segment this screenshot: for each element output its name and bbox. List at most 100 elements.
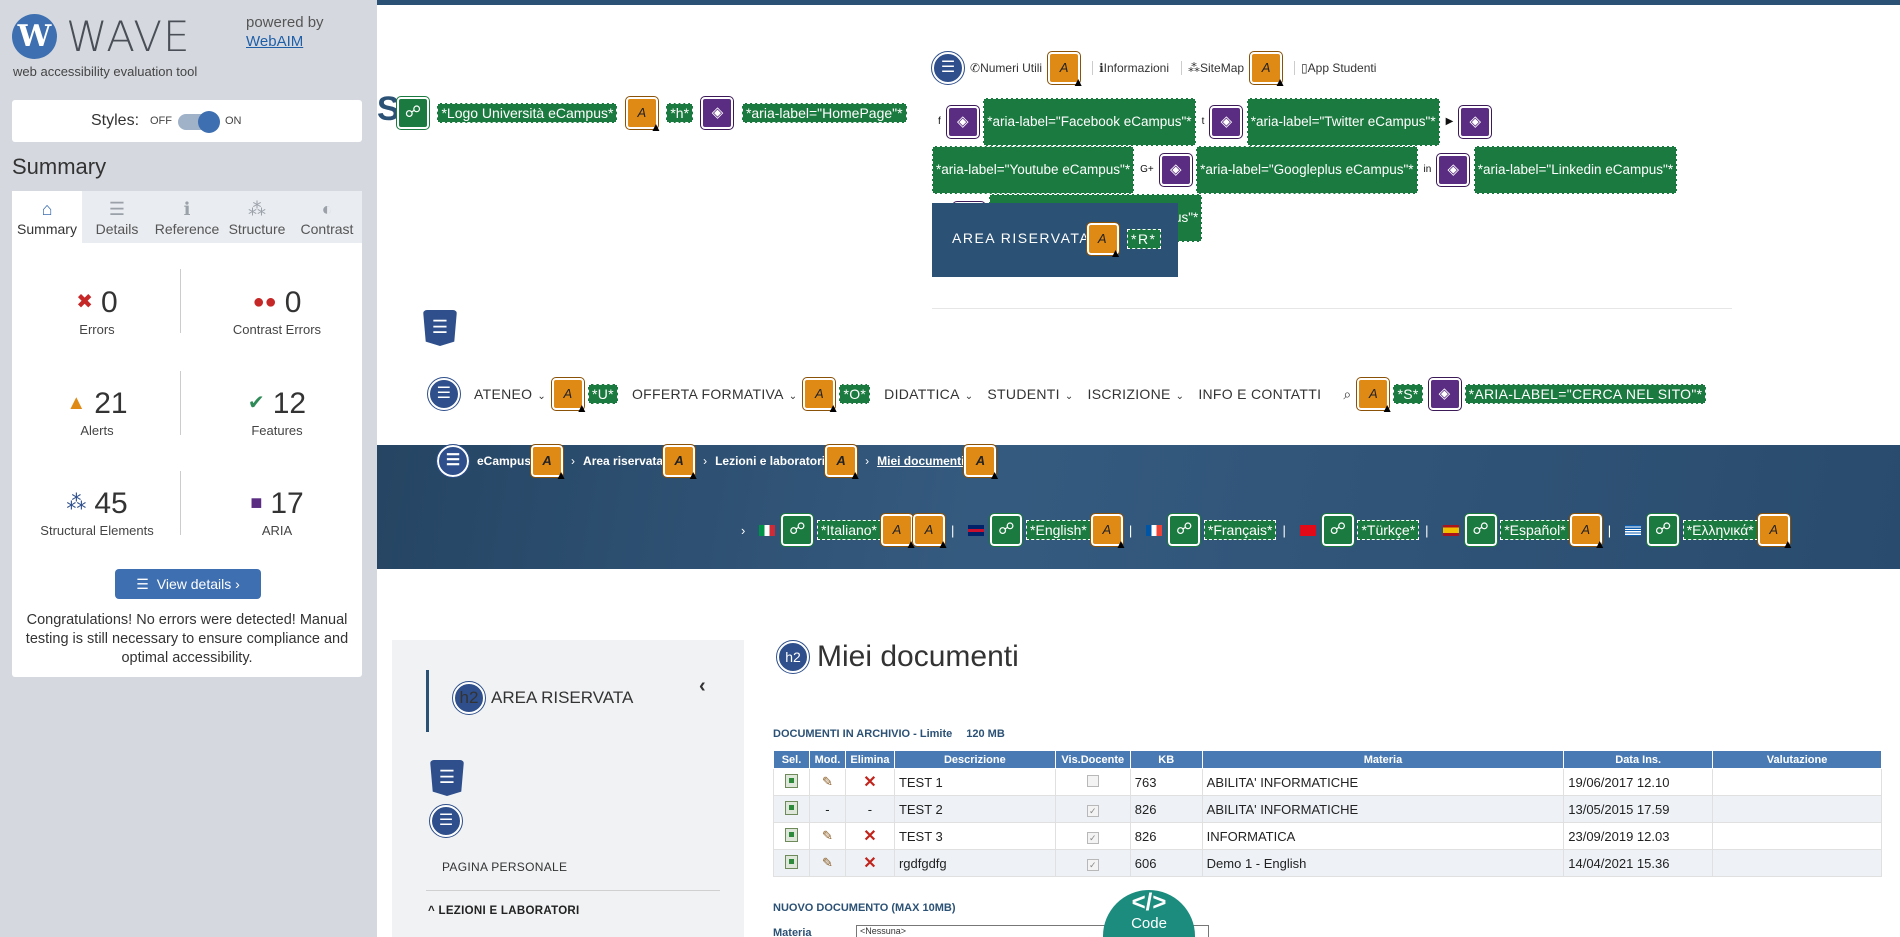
table-header[interactable]: Mod.	[808, 750, 846, 769]
delete-icon[interactable]: ✕	[863, 828, 877, 845]
facebook-icon[interactable]: f	[938, 116, 941, 127]
nav-item-ateneo[interactable]: ATENEO⌄	[474, 386, 546, 402]
html5-icon[interactable]: ☰	[423, 310, 457, 346]
table-header[interactable]: Materia	[1201, 750, 1565, 769]
alert-link-icon[interactable]: A▲	[963, 444, 1000, 481]
twitter-icon[interactable]: t	[1201, 116, 1205, 127]
area-riservata-button[interactable]: AREA RISERVATA A▲ *R*	[932, 203, 1178, 277]
list-icon[interactable]: ☰	[436, 444, 470, 478]
nav-item-offerta-formativa[interactable]: OFFERTA FORMATIVA⌄	[632, 386, 798, 402]
aria-label-icon[interactable]: ◈	[945, 105, 980, 139]
alt-text-icon[interactable]: ☍	[989, 513, 1024, 547]
nav-item-iscrizione[interactable]: ISCRIZIONE⌄	[1088, 386, 1185, 402]
aria-label-icon[interactable]: ◈	[1427, 377, 1462, 411]
list-icon[interactable]: ☰	[427, 377, 461, 411]
pencil-icon[interactable]: ✎	[822, 855, 833, 870]
youtube-icon[interactable]: ▶	[1445, 116, 1454, 127]
webaim-link[interactable]: WebAIM	[246, 33, 304, 50]
checkbox-checked[interactable]: ✓	[1086, 831, 1099, 844]
alt-text-icon[interactable]: ☍	[1167, 513, 1202, 547]
alt-text-icon[interactable]: ☍	[1646, 513, 1681, 547]
language-link[interactable]: *Italiano*	[816, 520, 882, 540]
h2-icon[interactable]: h2	[776, 640, 810, 674]
alert-link-icon[interactable]: A▲	[1568, 513, 1606, 550]
breadcrumb-item[interactable]: Area riservata	[583, 454, 664, 468]
list-icon[interactable]: ☰	[429, 804, 463, 838]
nav-item-info-e-contatti[interactable]: INFO E CONTATTI	[1198, 386, 1321, 402]
h2-icon[interactable]: h2	[452, 681, 486, 715]
delete-icon[interactable]: ✕	[863, 774, 877, 791]
tab-contrast[interactable]: ◐Contrast	[292, 191, 362, 243]
aria-label-icon[interactable]: ◈	[1158, 153, 1193, 187]
alt-text-icon[interactable]: ☍	[1320, 513, 1355, 547]
utility-link-app-studenti[interactable]: ▯App Studenti	[1301, 61, 1376, 75]
select-icon[interactable]	[784, 827, 798, 842]
table-header[interactable]: Vis.Docente	[1054, 750, 1131, 769]
linkedin-icon[interactable]: in	[1423, 164, 1432, 175]
alt-text-icon[interactable]: ☍	[396, 96, 430, 130]
table-header[interactable]: Elimina	[844, 750, 895, 769]
nav-item-studenti[interactable]: STUDENTI⌄	[987, 386, 1073, 402]
alert-link-icon[interactable]: A▲	[824, 444, 861, 481]
materia-select[interactable]: <Nessuna>	[856, 925, 1209, 937]
utility-link-sitemap[interactable]: ⁂SiteMap	[1188, 61, 1244, 75]
aria-label-icon[interactable]: ◈	[700, 96, 735, 130]
table-header[interactable]: Descrizione	[893, 750, 1056, 769]
table-header[interactable]: Valutazione	[1712, 750, 1882, 769]
googleplus-icon[interactable]: G+	[1140, 164, 1154, 175]
language-link[interactable]: *Français*	[1203, 520, 1277, 540]
select-icon[interactable]	[784, 800, 798, 815]
html5-icon[interactable]: ☰	[430, 760, 464, 796]
table-header[interactable]: Sel.	[773, 750, 810, 769]
table-header[interactable]: KB	[1129, 750, 1203, 769]
delete-icon[interactable]: ✕	[863, 855, 877, 872]
checkbox-checked[interactable]: ✓	[1086, 858, 1099, 871]
breadcrumb-item[interactable]: Miei documenti	[877, 454, 965, 468]
language-link[interactable]: *Türkçe*	[1357, 520, 1420, 540]
select-icon[interactable]	[784, 854, 798, 869]
checkbox-checked[interactable]: ✓	[1086, 804, 1099, 817]
alert-link-icon[interactable]: A▲	[624, 96, 662, 133]
aria-label-icon[interactable]: ◈	[1436, 153, 1471, 187]
styles-toggle[interactable]	[178, 111, 220, 133]
nav-item-didattica[interactable]: DIDATTICA⌄	[884, 386, 973, 402]
alert-link-icon[interactable]: A▲	[1086, 222, 1121, 259]
language-link[interactable]: *English*	[1026, 520, 1091, 540]
alert-link-icon[interactable]: A▲	[1089, 513, 1127, 550]
alert-link-icon[interactable]: A▲	[1756, 513, 1794, 550]
aria-label-icon[interactable]: ◈	[1458, 105, 1493, 139]
breadcrumb-item[interactable]: Lezioni e laboratori	[715, 454, 826, 468]
wave-logo[interactable]: W WAVE web accessibility evaluation tool	[12, 12, 368, 84]
tab-details[interactable]: ☰Details	[82, 191, 152, 243]
search-icon[interactable]: ⌕	[1343, 385, 1352, 402]
alt-text-icon[interactable]: ☍	[1463, 513, 1498, 547]
alt-text-icon[interactable]: ☍	[780, 513, 815, 547]
lezioni-laboratori-link[interactable]: ^ LEZIONI E LABORATORI	[428, 905, 580, 917]
redundant-link-icon[interactable]: A▲	[912, 513, 949, 550]
alert-link-icon[interactable]: A▲	[1047, 51, 1084, 88]
list-icon[interactable]: ☰	[931, 51, 965, 85]
aria-label-icon[interactable]: ◈	[1209, 105, 1244, 139]
breadcrumb-item[interactable]: eCampus	[477, 454, 532, 468]
site-logo[interactable]: S	[377, 90, 400, 128]
pencil-icon[interactable]: ✎	[822, 828, 833, 843]
table-header[interactable]: Data Ins.	[1563, 750, 1714, 769]
alert-link-icon[interactable]: A▲	[530, 444, 567, 481]
alert-link-icon[interactable]: A▲	[1249, 51, 1286, 88]
select-icon[interactable]	[784, 773, 798, 788]
tab-structure[interactable]: ⁂Structure	[222, 191, 292, 243]
chevron-left-icon[interactable]: ‹	[699, 675, 706, 697]
checkbox-unchecked[interactable]	[1086, 774, 1099, 787]
alert-link-icon[interactable]: A▲	[880, 513, 917, 550]
language-link[interactable]: *Español*	[1500, 520, 1570, 540]
utility-link-informazioni[interactable]: ℹInformazioni	[1099, 61, 1169, 75]
alert-link-icon[interactable]: A▲	[802, 377, 839, 414]
pencil-icon[interactable]: ✎	[822, 774, 833, 789]
language-link[interactable]: *Ελληνικά*	[1682, 520, 1758, 540]
utility-link-numeri-utili[interactable]: ✆Numeri Utili	[970, 61, 1042, 75]
alert-link-icon[interactable]: A▲	[551, 377, 588, 414]
alert-link-icon[interactable]: A▲	[1356, 377, 1393, 414]
alert-link-icon[interactable]: A▲	[662, 444, 699, 481]
code-button[interactable]: </> Code	[1103, 890, 1195, 937]
